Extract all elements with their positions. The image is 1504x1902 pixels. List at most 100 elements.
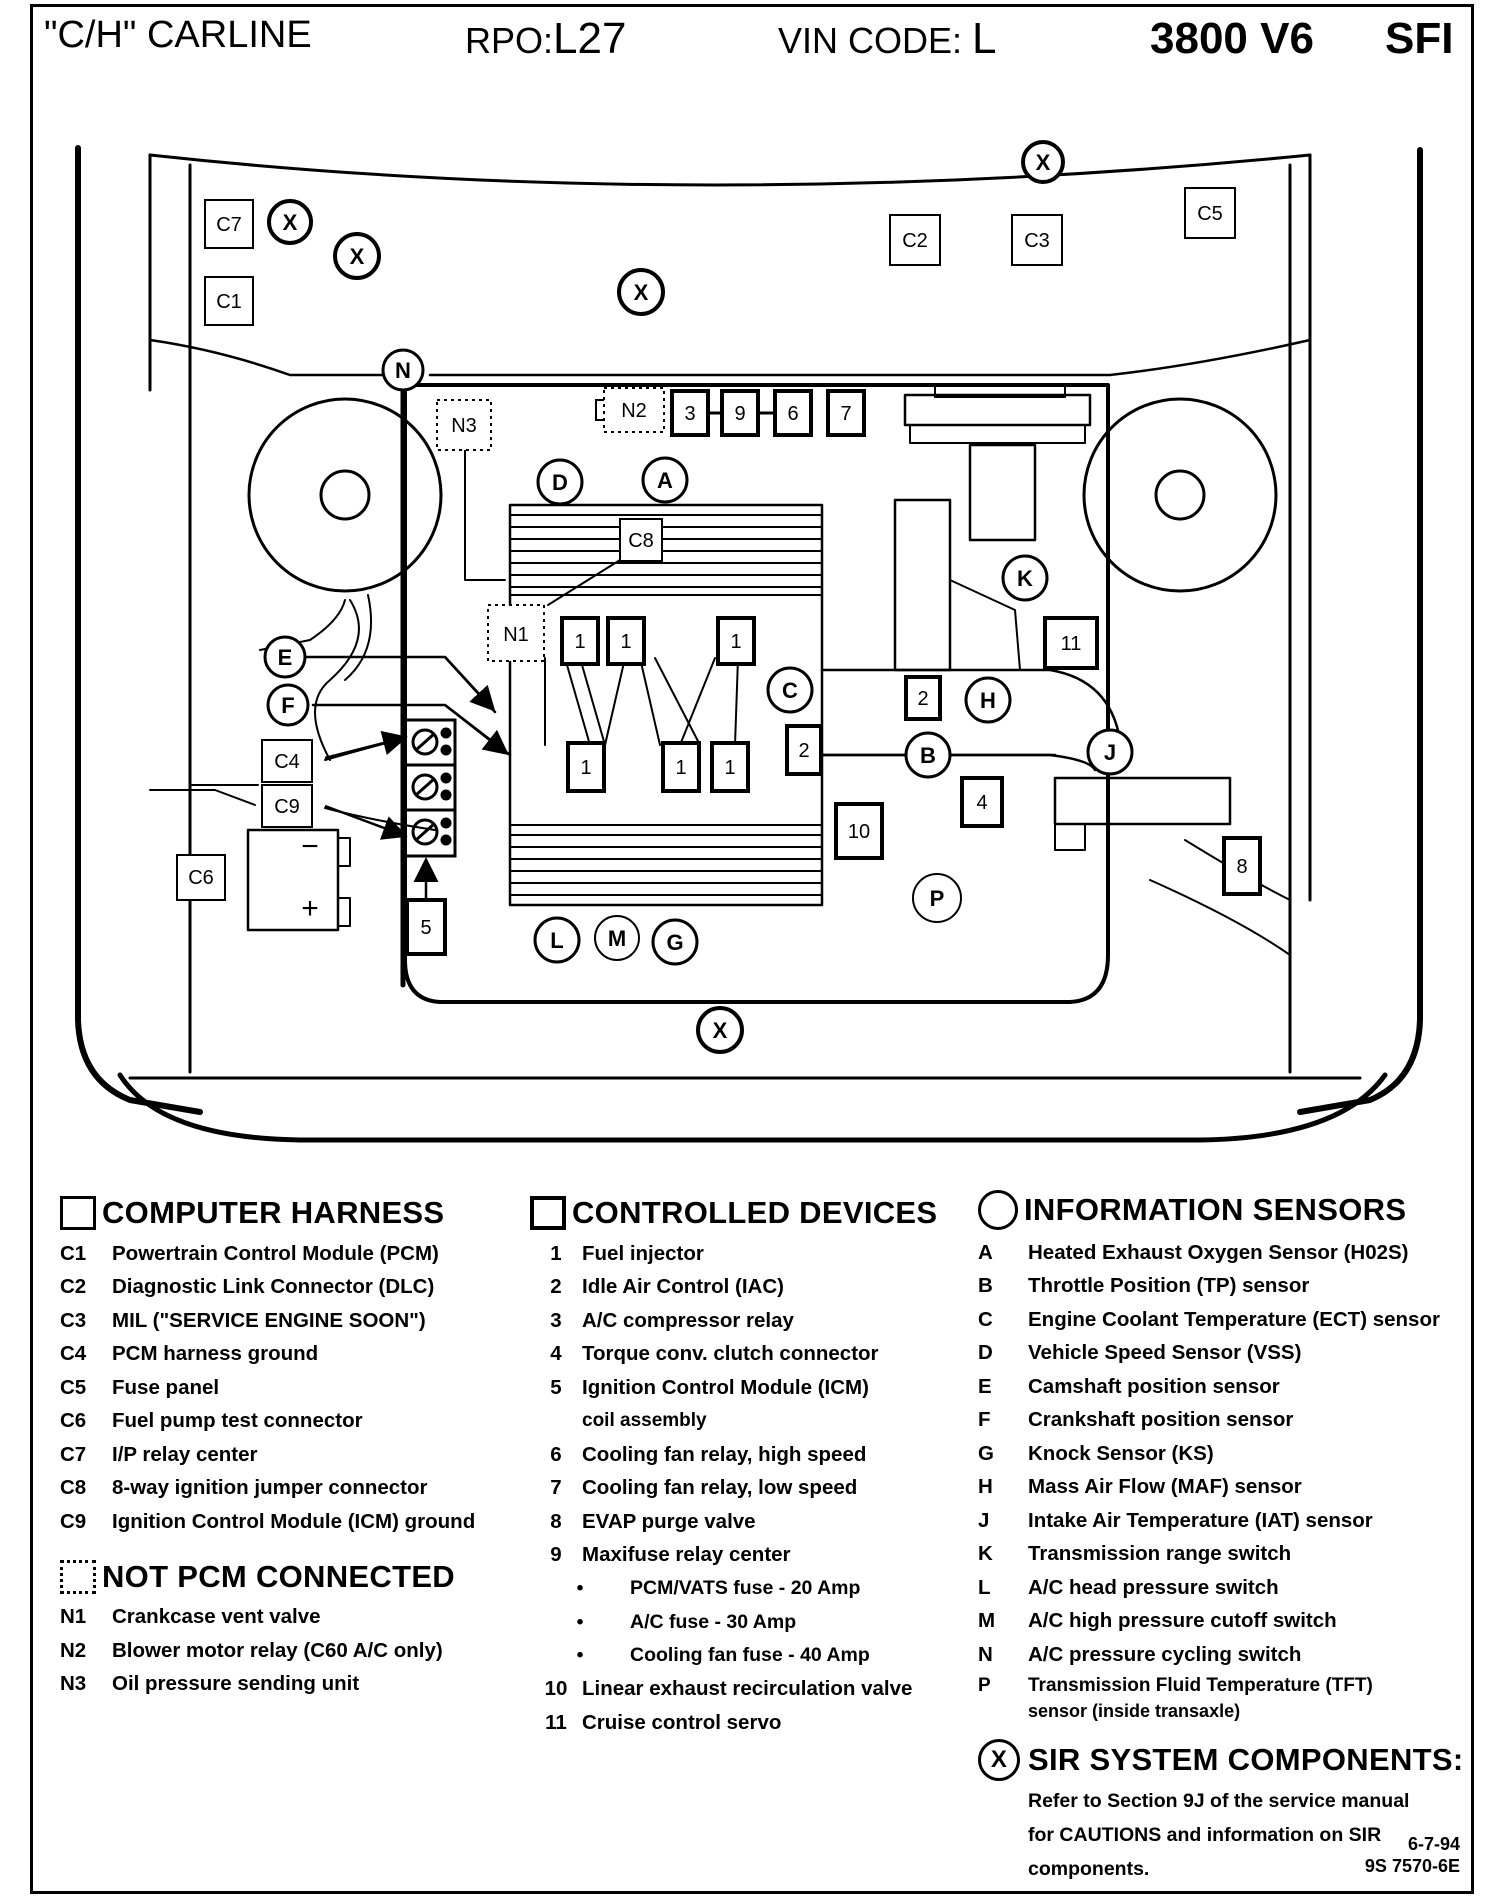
battery bbox=[246, 828, 340, 932]
left-shock-tower bbox=[247, 397, 443, 593]
svg-text:X: X bbox=[350, 244, 365, 269]
box-2b: 2 bbox=[904, 675, 942, 721]
box-3: 3 bbox=[670, 389, 710, 437]
box-1f: 1 bbox=[710, 741, 750, 793]
harness-left-cam bbox=[314, 599, 360, 761]
left-fender-line bbox=[75, 145, 203, 1115]
list-item: •PCM/VATS fuse - 20 Amp bbox=[576, 1577, 861, 1600]
harness-f-a bbox=[311, 703, 512, 757]
svg-text:11: 11 bbox=[1061, 633, 1082, 655]
harness-c6 bbox=[149, 789, 256, 806]
document-stamp: 6-7-94 9S 7570-6E bbox=[1340, 1833, 1460, 1877]
box-10: 10 bbox=[834, 802, 884, 860]
brake-master-cylinder bbox=[903, 393, 1092, 427]
box-1a: 1 bbox=[560, 616, 600, 666]
arrow-c9 bbox=[324, 804, 408, 840]
svg-text:X: X bbox=[283, 210, 298, 235]
sir-x-1: X bbox=[1021, 140, 1065, 184]
vin-value: L bbox=[972, 14, 997, 63]
air-cleaner-neck bbox=[1054, 823, 1086, 851]
sensor-d: D bbox=[536, 458, 584, 506]
svg-text:X: X bbox=[634, 280, 649, 305]
sensor-h: H bbox=[964, 676, 1012, 724]
transaxle-linkage bbox=[949, 579, 1021, 671]
box-c6: C6 bbox=[176, 854, 226, 901]
vin-label: VIN CODE: bbox=[778, 20, 963, 61]
front-bumper-line bbox=[117, 1072, 1388, 1143]
air-cleaner-box bbox=[1053, 776, 1232, 826]
box-11: 11 bbox=[1043, 616, 1099, 670]
svg-text:C7: C7 bbox=[216, 214, 242, 236]
sensor-j: J bbox=[1086, 728, 1134, 776]
square-symbol-icon bbox=[60, 1196, 96, 1230]
list-item: sensor (inside transaxle) bbox=[1028, 1701, 1241, 1721]
controlled-device-boxes: 3 9 6 7 1 1 1 1 1 1 2 2 4 10 11 8 5 bbox=[405, 389, 1262, 956]
svg-text:P: P bbox=[930, 886, 945, 911]
right-shock-center bbox=[1154, 469, 1206, 521]
sir-x-2: X bbox=[267, 199, 313, 245]
left-inner-fender bbox=[148, 153, 192, 1074]
svg-text:N: N bbox=[395, 358, 411, 383]
svg-text:1: 1 bbox=[724, 757, 735, 779]
right-shock-tower bbox=[1082, 397, 1278, 593]
arrow-e bbox=[444, 656, 496, 712]
svg-text:C2: C2 bbox=[902, 230, 928, 252]
svg-text:3: 3 bbox=[684, 403, 695, 425]
circle-symbol-icon bbox=[978, 1190, 1018, 1230]
svg-text:N2: N2 bbox=[621, 400, 647, 422]
transaxle-housing bbox=[893, 498, 952, 672]
svg-text:6: 6 bbox=[787, 403, 798, 425]
box-n3: N3 bbox=[436, 399, 492, 451]
svg-text:F: F bbox=[281, 693, 294, 718]
svg-text:7: 7 bbox=[840, 403, 851, 425]
brake-reservoir-top bbox=[934, 384, 1066, 398]
box-7: 7 bbox=[826, 389, 866, 437]
sir-x-3: X bbox=[333, 232, 381, 280]
battery-post-pos bbox=[337, 897, 351, 927]
arrow-c4 bbox=[324, 730, 408, 760]
sensor-n: N bbox=[381, 348, 425, 392]
header-vin: VIN CODE: L bbox=[778, 14, 997, 64]
sensor-k: K bbox=[1001, 554, 1049, 602]
svg-text:L: L bbox=[550, 928, 563, 953]
svg-text:1: 1 bbox=[620, 631, 631, 653]
box-1e: 1 bbox=[661, 741, 701, 793]
box-c1: C1 bbox=[204, 276, 254, 326]
svg-text:K: K bbox=[1017, 566, 1033, 591]
dotted-square-symbol-icon bbox=[60, 1559, 96, 1594]
battery-minus: − bbox=[301, 830, 319, 863]
carline-label: "C/H" CARLINE bbox=[44, 14, 312, 56]
svg-text:10: 10 bbox=[848, 821, 870, 843]
box-c8: C8 bbox=[619, 518, 663, 562]
battery-plus: + bbox=[301, 892, 319, 925]
box-1c: 1 bbox=[716, 616, 756, 666]
bold-square-symbol-icon bbox=[530, 1196, 566, 1230]
box-6: 6 bbox=[758, 389, 813, 437]
icm-coil-assembly bbox=[403, 718, 457, 858]
sensor-e: E bbox=[263, 635, 307, 679]
harness-n3 bbox=[464, 449, 506, 581]
sensor-f: F bbox=[266, 683, 310, 727]
sensor-p: P bbox=[912, 873, 962, 923]
intake-plenum bbox=[509, 594, 823, 826]
svg-text:5: 5 bbox=[420, 917, 431, 939]
